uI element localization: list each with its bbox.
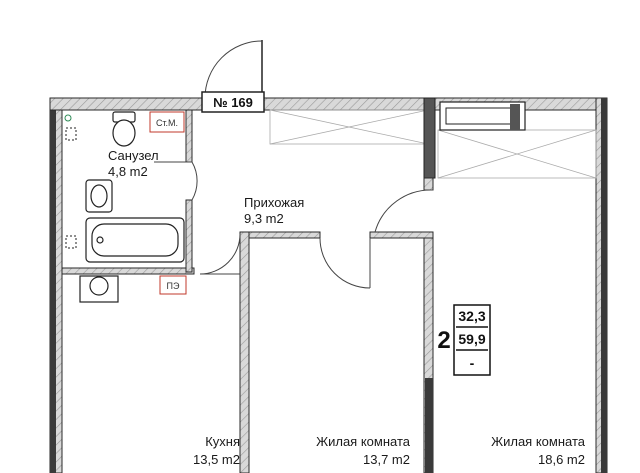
extra-area: - [470, 355, 475, 371]
rooms-count: 2 [437, 327, 450, 354]
room-labels: Санузел 4,8 m2 Прихожая 9,3 m2 Кухня 13,… [108, 148, 586, 467]
riser-box: Ст.М. [149, 111, 185, 133]
room-name-living-2: Жилая комната [491, 434, 586, 449]
wall-dark-segment [425, 378, 433, 473]
interior-walls [61, 109, 434, 473]
room-area-kitchen: 13,5 m2 [193, 452, 240, 467]
markers [64, 114, 77, 249]
living-area: 32,3 [458, 308, 485, 324]
room-name-bathroom: Санузел [108, 148, 159, 163]
room-area-living-2: 18,6 m2 [538, 452, 585, 467]
ventilation-zones [269, 109, 597, 179]
room-name-kitchen: Кухня [205, 434, 240, 449]
entrance-door: № 169 [201, 40, 265, 113]
apartment-number-box [201, 91, 265, 113]
total-area: 59,9 [458, 331, 485, 347]
room-area-living-1: 13,7 m2 [363, 452, 410, 467]
room-name-living-1: Жилая комната [316, 434, 411, 449]
toilet-icon [112, 119, 136, 147]
riser-label: Ст.М. [156, 118, 178, 128]
electrical-panel-label: ПЭ [167, 281, 180, 291]
room-area-hallway: 9,3 m2 [244, 211, 284, 226]
area-summary: 2 32,3 59,9 - [437, 304, 491, 376]
room-name-hallway: Прихожая [244, 195, 304, 210]
apartment-number: № 169 [213, 95, 253, 110]
electrical-panel: ПЭ [159, 275, 187, 295]
bathroom-fixtures [79, 111, 185, 303]
room-area-bathroom: 4,8 m2 [108, 164, 148, 179]
interior-doors [154, 161, 434, 289]
